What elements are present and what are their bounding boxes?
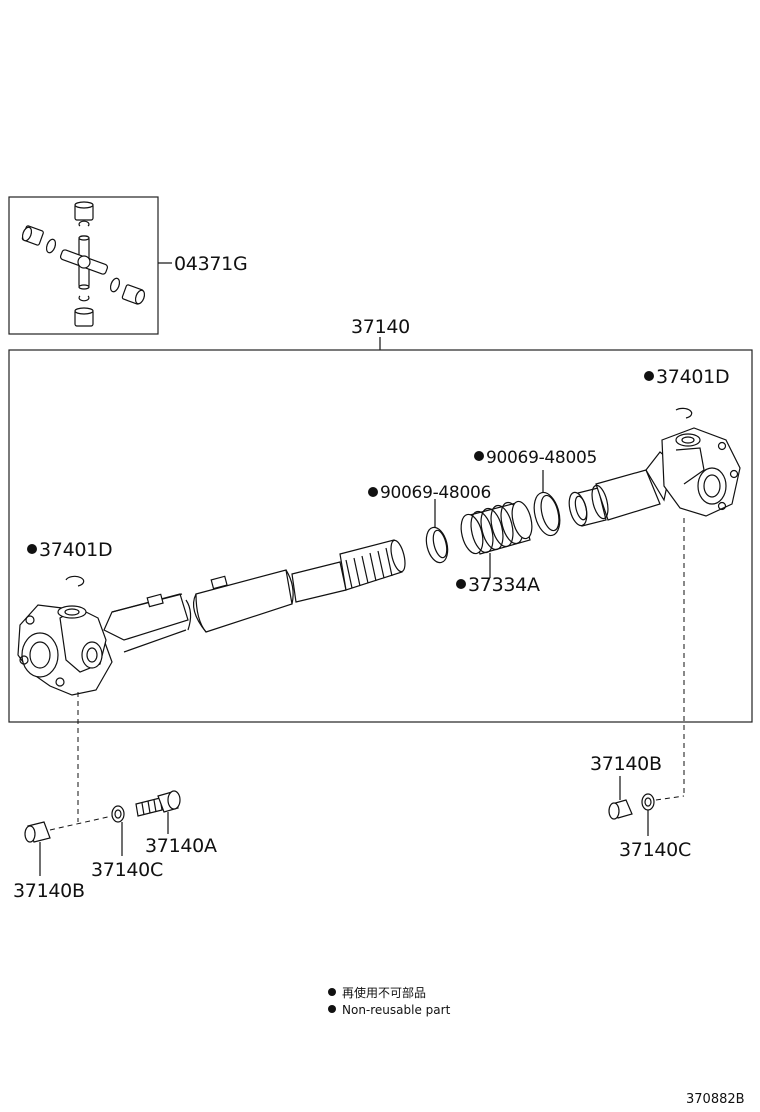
non-reusable-marker — [644, 371, 654, 381]
flange-yoke-right — [661, 427, 741, 517]
non-reusable-marker — [368, 487, 378, 497]
nut-left-label: 37140B — [13, 880, 85, 902]
snap-ring-top — [78, 220, 90, 227]
ring-90069-48006 — [425, 526, 449, 564]
bearing-cup-top — [74, 201, 94, 221]
washer-left — [111, 805, 125, 823]
kit-frame — [8, 196, 159, 335]
legend-text-jp: 再使用不可部品 — [342, 985, 426, 1000]
legend-marker-jp — [328, 988, 336, 996]
non-reusable-marker — [474, 451, 484, 461]
boot-label: 37334A — [468, 574, 540, 596]
snap-ring-left-label: 37401D — [39, 539, 112, 561]
kit-part-number: 04371G — [174, 253, 247, 275]
ring-90069-48005 — [533, 491, 561, 537]
non-reusable-marker — [456, 579, 466, 589]
spline-shaft — [291, 539, 406, 603]
washer-right — [641, 793, 655, 811]
nut-left — [24, 821, 51, 843]
left-dashed-leader-2 — [49, 815, 113, 831]
snap-ring-left-part — [65, 575, 85, 587]
legend-marker-en — [328, 1005, 336, 1013]
snap-ring-right-label: 37401D — [656, 366, 729, 388]
bearing-cup-right — [121, 284, 146, 305]
snap-ring-right-part — [675, 407, 693, 419]
snap-ring-bottom — [78, 295, 90, 302]
bearing-cup-bottom — [74, 307, 94, 327]
diagram-code: 370882B — [686, 1092, 745, 1107]
ring-right-label: 90069-48005 — [486, 448, 597, 468]
universal-joint-kit: 04371G — [8, 196, 248, 335]
dust-boot — [460, 500, 533, 555]
bolt-label: 37140A — [145, 835, 217, 857]
driveshaft-tube-middle — [193, 569, 294, 633]
snap-ring-left — [45, 238, 57, 254]
assembly-part-number: 37140 — [351, 316, 410, 338]
ring-left-label: 90069-48006 — [380, 483, 491, 503]
washer-left-label: 37140C — [91, 859, 163, 881]
nut-right — [608, 799, 633, 820]
non-reusable-marker — [27, 544, 37, 554]
bearing-cup-left — [21, 225, 44, 246]
flange-yoke-left — [17, 604, 113, 696]
spider-cross — [59, 235, 109, 290]
bolt — [135, 790, 181, 817]
right-dashed-leader-2 — [655, 795, 685, 801]
legend: 再使用不可部品 Non-reusable part — [328, 985, 451, 1017]
driveshaft-tube-left — [103, 593, 192, 653]
washer-right-label: 37140C — [619, 839, 691, 861]
snap-ring-right — [109, 277, 121, 293]
legend-text-en: Non-reusable part — [342, 1003, 451, 1017]
assembly-frame — [8, 349, 753, 723]
nut-right-label: 37140B — [590, 753, 662, 775]
